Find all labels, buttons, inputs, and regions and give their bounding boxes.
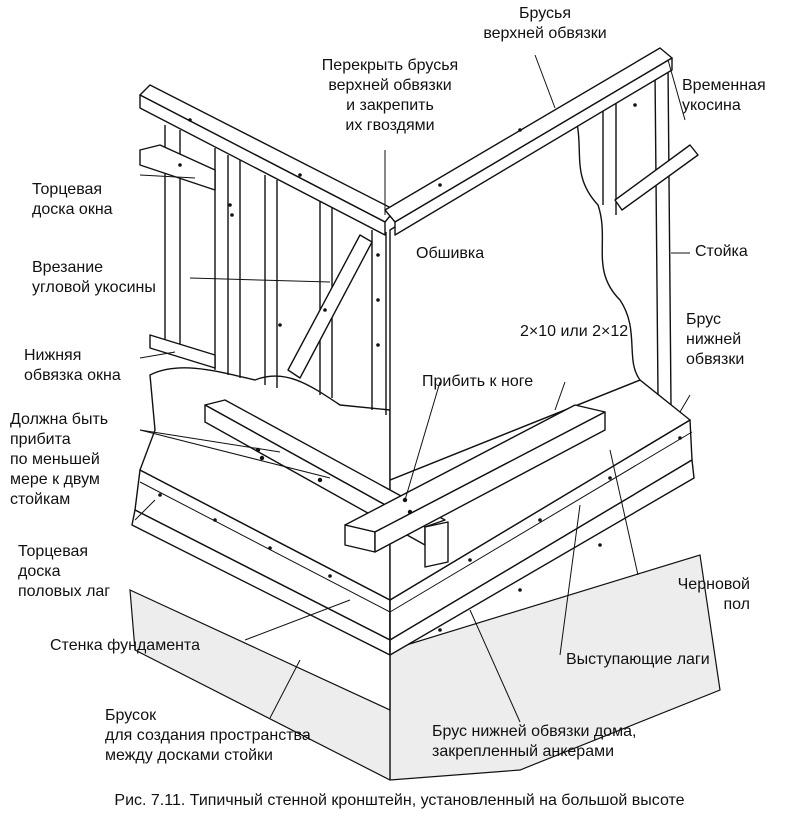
label-protruding-joists: Выступающие лаги	[566, 651, 710, 668]
nail-marks	[158, 103, 682, 632]
label-board-size: 2×10 или 2×12	[520, 323, 629, 340]
figure-caption: Рис. 7.11. Типичный стенной кронштейн, у…	[114, 792, 685, 809]
label-nail-to-leg: Прибить к ноге	[422, 373, 534, 390]
sheathing-panel	[389, 114, 641, 481]
subfloor	[139, 367, 391, 601]
label-stud: Стойка	[695, 243, 748, 260]
label-sill-plate: Брус нижней обвязки дома,закрепленный ан…	[432, 723, 637, 760]
leader-lines	[134, 54, 691, 723]
bracket-board	[204, 399, 606, 568]
right-wall-frame	[384, 47, 699, 406]
label-foundation-wall: Стенка фундамента	[50, 637, 200, 654]
label-sheathing: Обшивка	[416, 245, 485, 262]
